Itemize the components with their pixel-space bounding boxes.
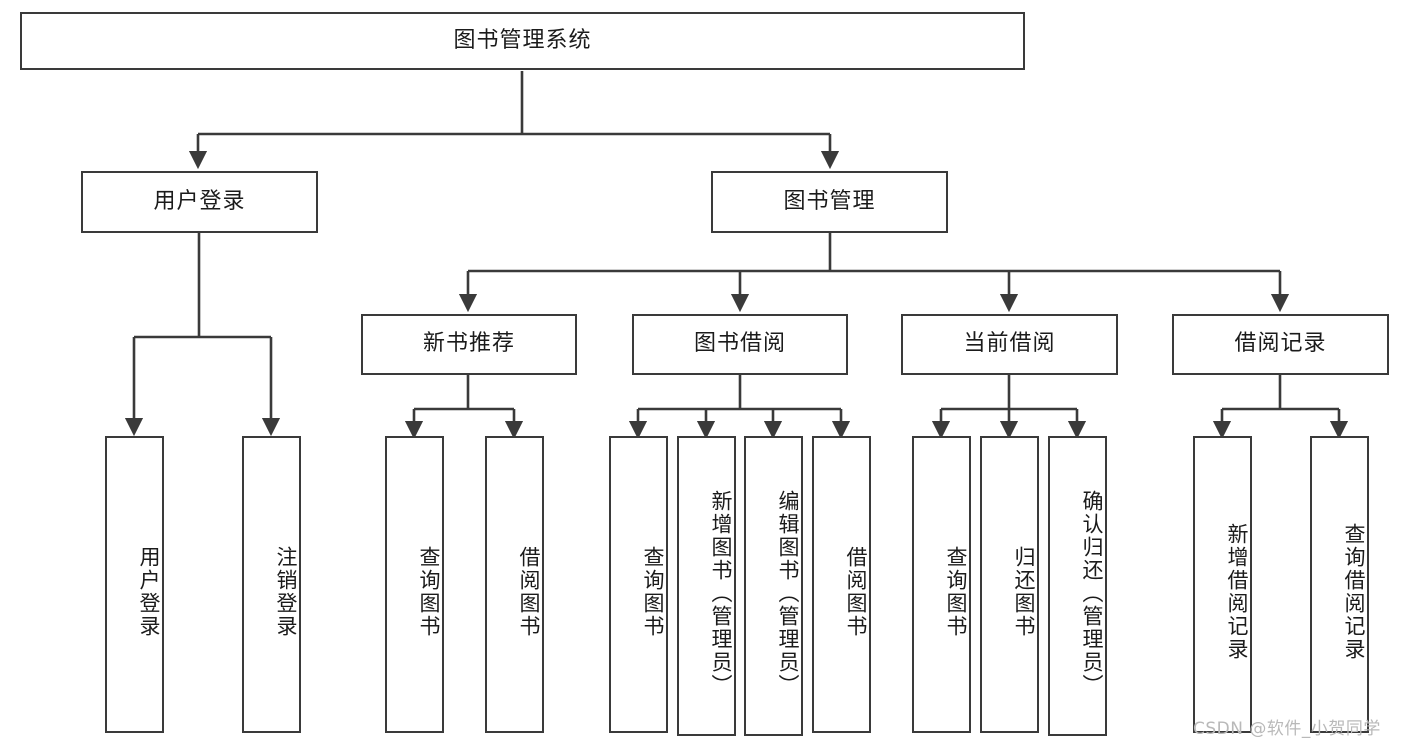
node-leaf-edit-book[interactable]: 编辑图书（管理员） [744,436,803,736]
node-current-borrow-label: 当前借阅 [963,331,1056,357]
node-root-label: 图书管理系统 [453,27,592,53]
node-leaf-borrow-book-1-label: 借阅图书 [517,545,541,638]
node-root[interactable]: 图书管理系统 [20,12,1025,70]
node-user-login[interactable]: 用户登录 [81,171,318,233]
node-book-manage-label: 图书管理 [783,188,876,214]
node-leaf-user-login-label: 用户登录 [137,545,161,638]
node-borrow-record[interactable]: 借阅记录 [1172,314,1389,375]
node-current-borrow[interactable]: 当前借阅 [901,314,1118,375]
node-leaf-borrow-book-2-label: 借阅图书 [844,545,868,638]
node-leaf-user-logout[interactable]: 注销登录 [242,436,301,733]
node-leaf-confirm-return[interactable]: 确认归还（管理员） [1048,436,1107,736]
node-book-manage[interactable]: 图书管理 [711,171,948,233]
node-leaf-query-book-3[interactable]: 查询图书 [912,436,971,733]
node-borrow-record-label: 借阅记录 [1234,331,1327,357]
node-leaf-borrow-book-1[interactable]: 借阅图书 [485,436,544,733]
node-leaf-borrow-book-2[interactable]: 借阅图书 [812,436,871,733]
node-new-book-rec[interactable]: 新书推荐 [361,314,577,375]
node-book-borrow[interactable]: 图书借阅 [632,314,848,375]
node-leaf-query-book-2[interactable]: 查询图书 [609,436,668,733]
node-leaf-query-book-1-label: 查询图书 [417,545,441,638]
node-user-login-label: 用户登录 [153,188,246,214]
node-book-borrow-label: 图书借阅 [693,331,786,357]
node-leaf-query-record-label: 查询借阅记录 [1342,522,1366,661]
node-leaf-return-book[interactable]: 归还图书 [980,436,1039,733]
node-leaf-query-book-2-label: 查询图书 [641,545,665,638]
node-leaf-query-book-1[interactable]: 查询图书 [385,436,444,733]
node-leaf-query-book-3-label: 查询图书 [944,545,968,638]
node-leaf-add-book-label: 新增图书（管理员） [709,489,733,697]
node-leaf-query-record[interactable]: 查询借阅记录 [1310,436,1369,733]
node-new-book-rec-label: 新书推荐 [422,331,515,357]
node-leaf-user-login[interactable]: 用户登录 [105,436,164,733]
node-leaf-confirm-return-label: 确认归还（管理员） [1080,489,1104,697]
node-leaf-add-book[interactable]: 新增图书（管理员） [677,436,736,736]
node-leaf-add-record[interactable]: 新增借阅记录 [1193,436,1252,733]
csdn-watermark: CSDN @软件_小贺同学 [1193,719,1381,739]
node-leaf-add-record-label: 新增借阅记录 [1225,522,1249,661]
node-leaf-return-book-label: 归还图书 [1012,545,1036,638]
node-leaf-edit-book-label: 编辑图书（管理员） [776,489,800,697]
node-leaf-user-logout-label: 注销登录 [274,545,298,638]
